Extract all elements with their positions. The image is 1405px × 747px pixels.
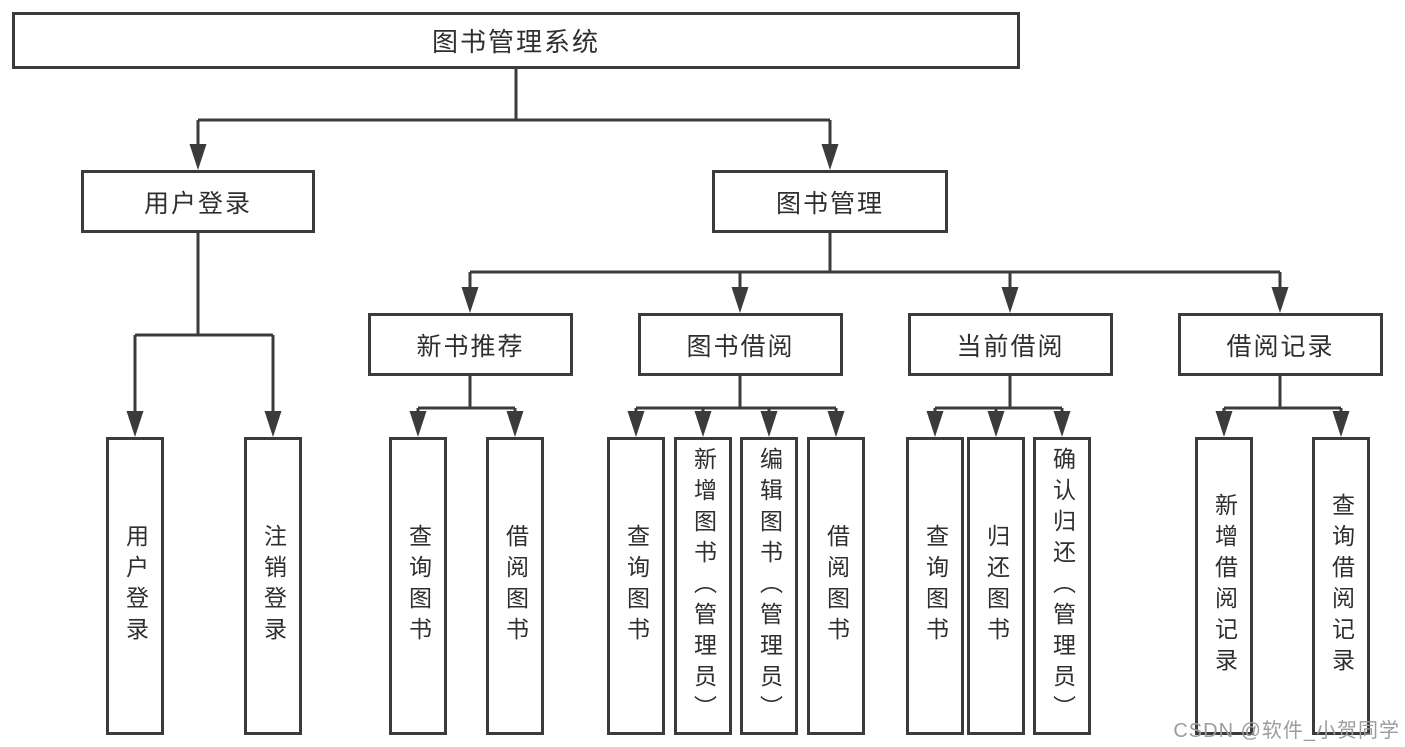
connector-new-book-to-leaves [409,376,524,437]
arrowhead [827,411,845,437]
arrowhead [627,411,645,437]
node-book-management: 图书管理 [712,170,948,233]
arrowhead [1215,411,1233,437]
leaf-borrow-books-recommend-label: 借阅图书 [502,524,529,648]
leaf-edit-book-admin: 编辑图书（管理员） [740,437,798,735]
node-new-book-recommend: 新书推荐 [368,313,573,376]
arrowhead [409,411,427,437]
arrowhead [189,144,207,170]
leaf-query-books-current: 查询图书 [906,437,964,735]
leaf-query-borrow-record: 查询借阅记录 [1312,437,1370,735]
node-root-label: 图书管理系统 [431,27,600,57]
connector-current-borrow-to-leaves [926,376,1071,437]
connector-borrow-records-to-leaves [1215,376,1350,437]
node-borrow-records-label: 借阅记录 [1226,332,1335,361]
node-book-borrow: 图书借阅 [638,313,843,376]
leaf-user-login-label: 用户登录 [122,524,149,648]
leaf-edit-book-admin-label: 编辑图书（管理员） [756,446,783,726]
arrowhead [1332,411,1350,437]
arrowhead [506,411,524,437]
leaf-query-borrow-record-label: 查询借阅记录 [1328,493,1355,679]
connector-root-to-level2 [189,68,839,170]
leaf-query-books-borrow-label: 查询图书 [623,524,650,648]
arrowhead [1001,287,1019,313]
node-book-management-label: 图书管理 [775,189,884,218]
node-user-login: 用户登录 [81,170,315,233]
arrowhead [926,411,944,437]
leaf-add-book-admin-label: 新增图书（管理员） [690,446,717,726]
arrowhead [1053,411,1071,437]
arrowhead [821,144,839,170]
arrowhead [264,411,282,437]
leaf-borrow-books-recommend: 借阅图书 [486,437,544,735]
leaf-query-books-recommend: 查询图书 [389,437,447,735]
arrowhead [694,411,712,437]
connector-book-mgmt-to-level3 [461,233,1289,313]
node-borrow-records: 借阅记录 [1178,313,1383,376]
arrowhead [987,411,1005,437]
leaf-query-books-borrow: 查询图书 [607,437,665,735]
leaf-query-books-recommend-label: 查询图书 [405,524,432,648]
leaf-return-book-label: 归还图书 [983,524,1010,648]
leaf-borrow-books-label: 借阅图书 [823,524,850,648]
node-root: 图书管理系统 [12,12,1020,69]
leaf-confirm-return-admin-label: 确认归还（管理员） [1049,446,1076,726]
leaf-borrow-books: 借阅图书 [807,437,865,735]
leaf-add-borrow-record: 新增借阅记录 [1195,437,1253,735]
arrowhead [461,287,479,313]
leaf-return-book: 归还图书 [967,437,1025,735]
csdn-watermark: CSDN @软件_小贺同学 [1173,720,1400,742]
node-current-borrow-label: 当前借阅 [956,332,1065,361]
node-new-book-recommend-label: 新书推荐 [416,332,525,361]
connector-user-login-to-leaves [126,233,282,437]
node-book-borrow-label: 图书借阅 [686,332,795,361]
leaf-query-books-current-label: 查询图书 [922,524,949,648]
connector-book-borrow-to-leaves [627,376,845,437]
leaf-logout-login-label: 注销登录 [260,524,287,648]
arrowhead [126,411,144,437]
leaf-logout-login: 注销登录 [244,437,302,735]
leaf-user-login: 用户登录 [106,437,164,735]
leaf-add-book-admin: 新增图书（管理员） [674,437,732,735]
leaf-confirm-return-admin: 确认归还（管理员） [1033,437,1091,735]
leaf-add-borrow-record-label: 新增借阅记录 [1211,493,1238,679]
arrowhead [1271,287,1289,313]
arrowhead [731,287,749,313]
node-current-borrow: 当前借阅 [908,313,1113,376]
node-user-login-label: 用户登录 [143,189,252,218]
arrowhead [760,411,778,437]
